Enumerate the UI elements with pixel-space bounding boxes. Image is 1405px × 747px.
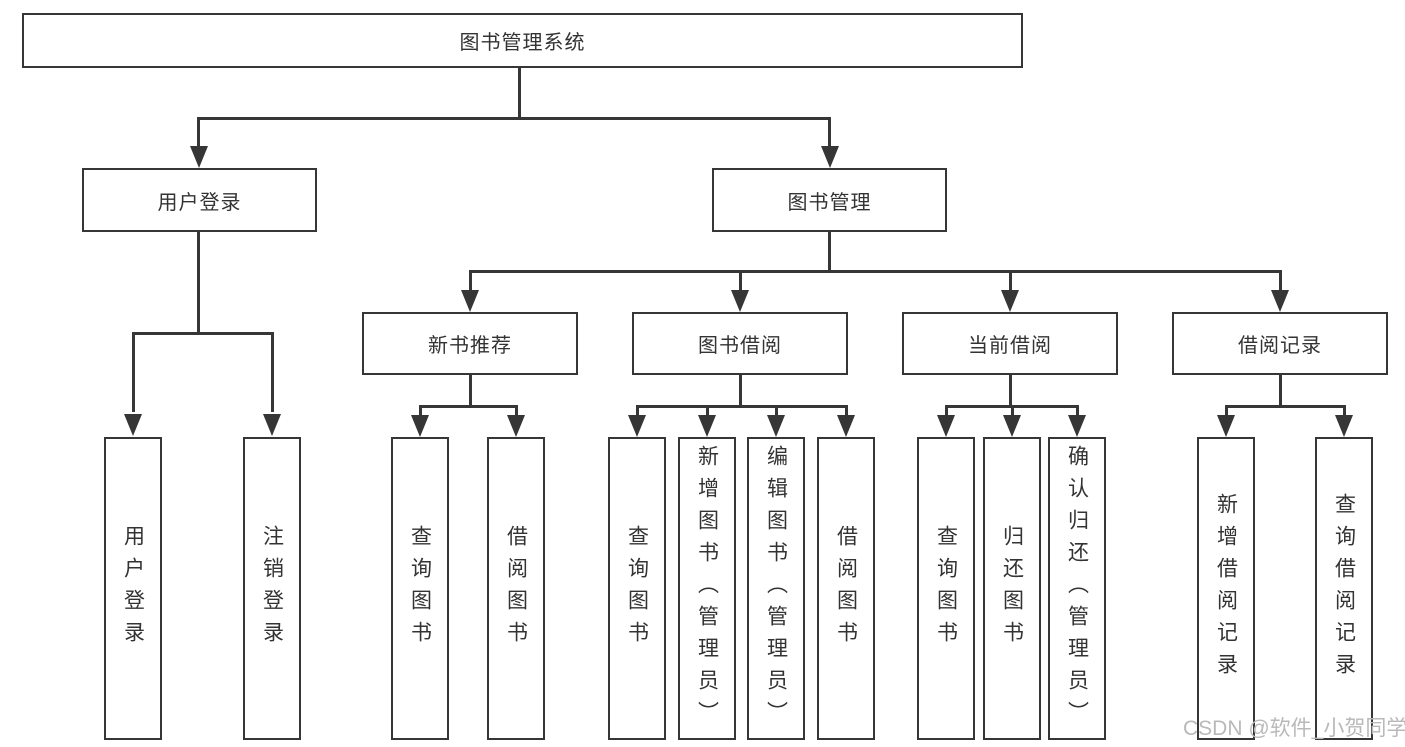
connector-line <box>1076 405 1079 416</box>
connector-line <box>1279 270 1282 291</box>
connector-line <box>419 405 422 416</box>
node-new-book-recommend-label: 新书推荐 <box>428 335 512 357</box>
leaf-logout-label: 注销登录 <box>260 524 284 653</box>
arrowhead-down-icon <box>698 415 716 437</box>
node-user-login-label: 用户登录 <box>157 191 242 214</box>
leaf-logout: 注销登录 <box>243 437 301 740</box>
connector-line <box>828 117 831 148</box>
arrowhead-down-icon <box>821 146 839 168</box>
leaf-add-books-admin-label: 新增图书（管理员） <box>695 444 719 733</box>
arrowhead-down-icon <box>461 290 479 312</box>
connector-line <box>1011 405 1014 416</box>
connector-line <box>197 117 831 120</box>
connector-line <box>945 405 948 416</box>
leaf-confirm-return-admin: 确认归还（管理员） <box>1048 437 1106 740</box>
leaf-borrow-books-recommend: 借阅图书 <box>487 437 545 740</box>
connector-line <box>1225 405 1228 416</box>
node-book-borrowing-label: 图书借阅 <box>698 335 782 357</box>
arrowhead-down-icon <box>1003 415 1021 437</box>
leaf-query-books-recommend-label: 查询图书 <box>408 524 432 653</box>
connector-line <box>132 332 135 412</box>
connector-line <box>739 375 742 407</box>
connector-line <box>1225 405 1345 408</box>
connector-line <box>515 405 518 416</box>
connector-line <box>845 405 848 416</box>
node-borrow-records: 借阅记录 <box>1172 312 1388 375</box>
node-book-borrowing: 图书借阅 <box>632 312 848 375</box>
arrowhead-down-icon <box>124 414 142 436</box>
connector-line <box>469 375 472 407</box>
connector-line <box>1009 375 1012 407</box>
connector-line <box>739 270 742 291</box>
arrowhead-down-icon <box>731 290 749 312</box>
arrowhead-down-icon <box>767 415 785 437</box>
connector-line <box>469 270 1282 273</box>
connector-line <box>1009 270 1012 291</box>
arrowhead-down-icon <box>411 415 429 437</box>
leaf-user-login-label: 用户登录 <box>121 524 145 653</box>
leaf-query-books-current-label: 查询图书 <box>934 524 958 653</box>
connector-line <box>775 405 778 416</box>
arrowhead-down-icon <box>1335 415 1353 437</box>
leaf-add-books-admin: 新增图书（管理员） <box>678 437 736 740</box>
arrowhead-down-icon <box>1001 290 1019 312</box>
leaf-query-books-current: 查询图书 <box>917 437 975 740</box>
connector-line <box>469 270 472 291</box>
csdn-watermark: CSDN @软件_小贺同学 <box>1183 717 1405 740</box>
leaf-add-borrow-record: 新增借阅记录 <box>1197 437 1255 740</box>
arrowhead-down-icon <box>263 414 281 436</box>
node-book-management-label: 图书管理 <box>787 191 872 214</box>
connector-line <box>271 332 274 412</box>
connector-line <box>132 332 274 335</box>
connector-line <box>197 232 200 333</box>
leaf-query-books-label: 查询图书 <box>625 524 649 653</box>
arrowhead-down-icon <box>837 415 855 437</box>
node-book-management: 图书管理 <box>712 168 947 232</box>
arrowhead-down-icon <box>628 415 646 437</box>
arrowhead-down-icon <box>507 415 525 437</box>
connector-line <box>518 68 521 120</box>
node-current-borrowing: 当前借阅 <box>902 312 1118 375</box>
leaf-return-books: 归还图书 <box>983 437 1041 740</box>
connector-line <box>1279 375 1282 407</box>
arrowhead-down-icon <box>937 415 955 437</box>
node-root: 图书管理系统 <box>22 13 1023 68</box>
leaf-edit-books-admin-label: 编辑图书（管理员） <box>764 444 788 733</box>
leaf-confirm-return-admin-label: 确认归还（管理员） <box>1065 444 1089 733</box>
arrowhead-down-icon <box>190 146 208 168</box>
connector-line <box>1343 405 1346 416</box>
arrowhead-down-icon <box>1271 290 1289 312</box>
arrowhead-down-icon <box>1217 415 1235 437</box>
node-current-borrowing-label: 当前借阅 <box>968 335 1052 357</box>
leaf-borrow-books-label: 借阅图书 <box>834 524 858 653</box>
leaf-query-books-recommend: 查询图书 <box>391 437 449 740</box>
connector-line <box>197 117 200 148</box>
leaf-add-borrow-record-label: 新增借阅记录 <box>1214 492 1238 685</box>
node-borrow-records-label: 借阅记录 <box>1238 335 1322 357</box>
leaf-query-borrow-record: 查询借阅记录 <box>1315 437 1373 740</box>
connector-line <box>706 405 709 416</box>
leaf-edit-books-admin: 编辑图书（管理员） <box>747 437 805 740</box>
leaf-borrow-books-recommend-label: 借阅图书 <box>504 524 528 653</box>
connector-line <box>636 405 639 416</box>
leaf-query-borrow-record-label: 查询借阅记录 <box>1332 492 1356 685</box>
connector-line <box>828 232 831 272</box>
leaf-borrow-books: 借阅图书 <box>817 437 875 740</box>
connector-line <box>419 405 518 408</box>
arrowhead-down-icon <box>1068 415 1086 437</box>
leaf-return-books-label: 归还图书 <box>1000 524 1024 653</box>
connector-line <box>636 405 847 408</box>
node-new-book-recommend: 新书推荐 <box>362 312 578 375</box>
node-user-login: 用户登录 <box>82 168 317 232</box>
leaf-query-books: 查询图书 <box>608 437 666 740</box>
leaf-user-login: 用户登录 <box>104 437 162 740</box>
node-root-label: 图书管理系统 <box>459 32 586 54</box>
